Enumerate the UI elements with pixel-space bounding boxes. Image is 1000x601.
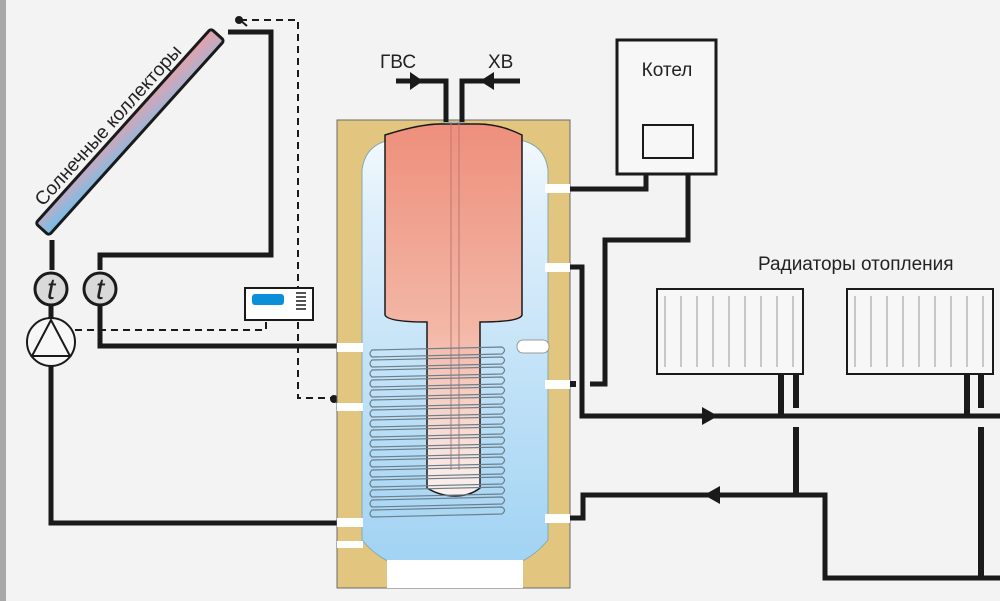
heating-return-pipe <box>570 492 1000 581</box>
solar-collector: Солнечные коллекторы <box>31 28 225 236</box>
svg-text:t: t <box>47 273 57 306</box>
boiler-supply-pipe <box>570 174 649 192</box>
coil-loop <box>369 496 506 508</box>
storage-tank <box>336 119 571 589</box>
radiator-body <box>656 288 804 375</box>
thermometer-return: t <box>33 271 69 307</box>
circulation-pump-icon <box>26 317 76 367</box>
coil-loop <box>369 436 506 448</box>
cold-water-pipe <box>459 78 520 122</box>
controller-display <box>252 294 284 305</box>
hot-water-pipe <box>396 78 449 122</box>
thermometer-supply: t <box>82 271 118 307</box>
coil-loop <box>369 396 506 408</box>
coil-loop <box>369 406 506 418</box>
hot-water-label: ГВС <box>380 52 416 73</box>
coil-loop <box>369 446 506 458</box>
heating-coil <box>369 346 506 518</box>
coil-loop <box>369 506 506 518</box>
solar-supply-pipe <box>97 29 274 270</box>
heating-supply-pipe <box>570 264 1000 419</box>
radiator-body <box>846 288 994 375</box>
coil-loop <box>369 456 506 468</box>
coil-loop <box>369 376 506 388</box>
boiler-return-pipe <box>590 174 691 387</box>
coil-loop <box>369 356 506 368</box>
boiler: Котел <box>615 38 718 176</box>
radiators-label: Радиаторы отопления <box>758 254 954 275</box>
coil-loop <box>369 346 506 358</box>
coil-loop <box>369 386 506 398</box>
solar-return-pipe <box>48 366 338 526</box>
boiler-panel <box>642 124 694 159</box>
coil-loop <box>369 416 506 428</box>
radiator-2 <box>846 288 994 375</box>
window-edge <box>0 0 6 601</box>
cold-water-label: ХВ <box>488 52 513 73</box>
pump-control-cable <box>75 320 267 331</box>
coil-loop <box>369 366 506 378</box>
coil-loop <box>369 426 506 438</box>
coil-loop <box>369 476 506 488</box>
solar-controller <box>244 287 314 321</box>
svg-text:t: t <box>96 273 106 306</box>
radiator-1 <box>656 288 804 375</box>
sensor-cable <box>240 19 332 399</box>
solar-coil-supply-pipe <box>97 305 340 349</box>
boiler-label: Котел <box>642 60 693 81</box>
coil-loop <box>369 486 506 498</box>
tank-flange <box>516 339 550 354</box>
solar-collectors-label: Солнечные коллекторы <box>31 41 186 210</box>
coil-loop <box>369 466 506 478</box>
